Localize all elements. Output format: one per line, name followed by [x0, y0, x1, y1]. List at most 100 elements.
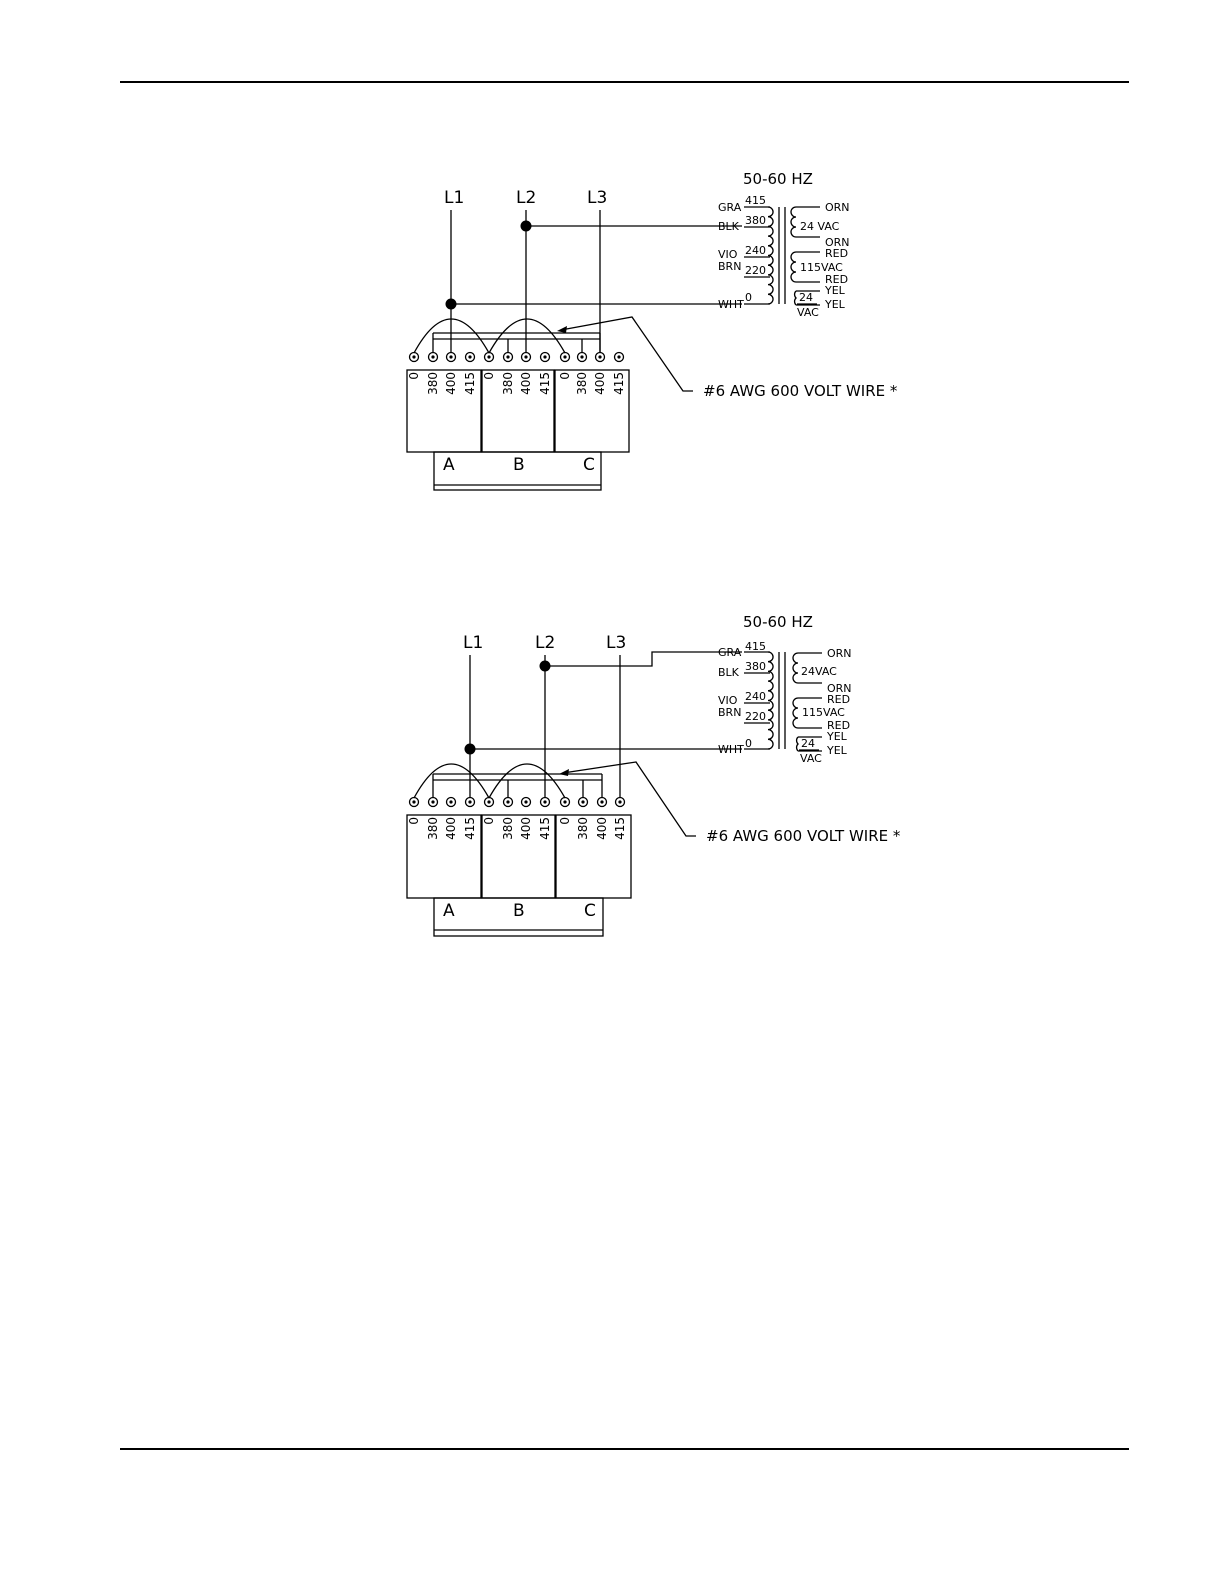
secondary-voltage-unit: VAC	[797, 306, 819, 319]
primary-wire-label: BLK	[718, 220, 740, 233]
tap-label: 380	[501, 372, 515, 395]
tap-label: 415	[612, 372, 626, 395]
secondary-wire-label: ORN	[825, 236, 850, 249]
jumper-arc-ab	[413, 318, 490, 354]
terminal	[464, 796, 476, 808]
tap-label: 0	[407, 817, 421, 825]
primary-tap: 0	[745, 291, 752, 304]
terminal	[483, 796, 495, 808]
terminal	[614, 796, 626, 808]
primary-tap: 220	[745, 264, 766, 277]
secondary-wire-label: YEL	[824, 284, 846, 297]
secondary-wire-label: YEL	[826, 730, 848, 743]
wire-note-leader	[560, 316, 693, 392]
tap-label: 380	[576, 817, 590, 840]
frequency-label: 50-60 HZ	[743, 613, 813, 631]
leader-arrowhead	[557, 326, 567, 333]
jumper-arc-bc	[488, 763, 566, 799]
terminal	[613, 351, 625, 363]
terminal	[577, 796, 589, 808]
terminal	[445, 796, 457, 808]
frequency-label: 50-60 HZ	[743, 170, 813, 188]
line-label-l2: L2	[535, 633, 555, 653]
terminal	[502, 351, 514, 363]
terminal-row-2	[408, 796, 626, 808]
primary-tap: 380	[745, 214, 766, 227]
leader-arrowhead	[559, 769, 569, 776]
tap-label: 400	[519, 817, 533, 840]
bottom-rule	[120, 1448, 1129, 1450]
phase-label-a: A	[443, 455, 455, 475]
tap-label: 380	[426, 817, 440, 840]
secondary-wire-label: ORN	[827, 647, 852, 660]
phase-label-b: B	[513, 455, 525, 475]
terminal	[408, 796, 420, 808]
terminal	[559, 351, 571, 363]
secondary-coil-24	[792, 652, 799, 684]
primary-wire-label: WHT	[718, 298, 744, 311]
tap-label: 0	[482, 372, 496, 380]
tap-label: 400	[595, 817, 609, 840]
primary-tap: 415	[745, 640, 766, 653]
tap-label: 415	[538, 372, 552, 395]
terminal-row-1	[408, 351, 625, 363]
tap-label: 0	[407, 372, 421, 380]
secondary-voltage: 24	[801, 737, 815, 750]
tap-label: 400	[444, 817, 458, 840]
tap-label: 415	[463, 817, 477, 840]
jumper-arc-ab	[413, 763, 490, 799]
secondary-coil-24b	[795, 736, 799, 752]
primary-coil	[767, 206, 774, 305]
line-label-l1: L1	[463, 633, 483, 653]
control-transformer-secondary: ORN ORN RED RED YEL YEL 24VAC 115VAC 24 …	[798, 647, 852, 765]
secondary-voltage: 115VAC	[800, 261, 843, 274]
secondary-voltage: 115VAC	[802, 706, 845, 719]
primary-tap: 380	[745, 660, 766, 673]
terminal	[502, 796, 514, 808]
tap-labels-2: 0 380 400 415 0 380 400 415 0 380 400 41…	[407, 817, 627, 840]
secondary-voltage-unit: VAC	[800, 752, 822, 765]
tap-label: 400	[444, 372, 458, 395]
primary-tap: 0	[745, 737, 752, 750]
secondary-wire-label: RED	[827, 719, 850, 732]
tap-label: 380	[501, 817, 515, 840]
primary-wire-label: GRA	[718, 201, 742, 214]
feed-gra	[545, 651, 742, 667]
tap-label: 0	[558, 817, 572, 825]
line-label-l3: L3	[606, 633, 626, 653]
tap-label: 400	[519, 372, 533, 395]
transformer-base	[433, 897, 604, 937]
transformer-base	[433, 451, 602, 491]
terminal	[464, 351, 476, 363]
wiring-diagram-1: L1 L2 L3 #6 AWG 600 VOLT WIRE * A	[406, 170, 898, 491]
terminal	[594, 351, 606, 363]
secondary-coil-24	[790, 206, 797, 238]
wire-note-leader	[562, 761, 696, 837]
terminal	[520, 351, 532, 363]
wire-note: #6 AWG 600 VOLT WIRE *	[706, 827, 901, 845]
terminal	[596, 796, 608, 808]
terminal	[445, 351, 457, 363]
primary-wire-label: WHT	[718, 743, 744, 756]
terminal	[559, 796, 571, 808]
secondary-voltage: 24VAC	[801, 665, 837, 678]
tap-label: 0	[482, 817, 496, 825]
wire-note: #6 AWG 600 VOLT WIRE *	[703, 382, 898, 400]
phase-label-c: C	[583, 455, 595, 475]
secondary-wire-label: RED	[827, 693, 850, 706]
tap-label: 400	[593, 372, 607, 395]
terminal	[483, 351, 495, 363]
terminal	[539, 796, 551, 808]
terminal	[576, 351, 588, 363]
tap-labels-1: 0 380 400 415 0 380 400 415 0 380 400 41…	[407, 372, 626, 395]
primary-wire-label: VIO	[718, 248, 738, 261]
secondary-coil-115	[792, 697, 799, 729]
line-label-l2: L2	[516, 188, 536, 208]
secondary-wire-label: ORN	[825, 201, 850, 214]
tap-label: 380	[426, 372, 440, 395]
tap-label: 415	[463, 372, 477, 395]
primary-wire-label: GRA	[718, 646, 742, 659]
primary-tap: 240	[745, 244, 766, 257]
tap-label: 380	[575, 372, 589, 395]
terminal	[427, 796, 439, 808]
